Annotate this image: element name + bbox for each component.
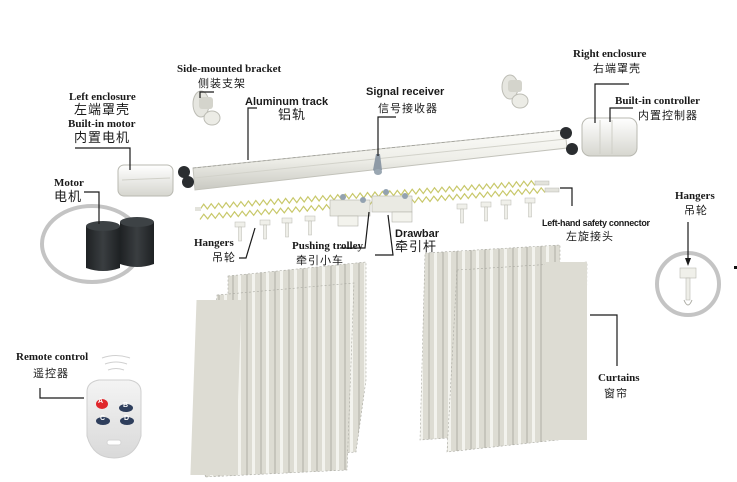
right-enclosure <box>581 117 638 157</box>
right-enclosure-label: Right enclosure <box>573 48 647 60</box>
hanger <box>281 217 293 238</box>
curtains-label: Curtains <box>598 372 640 384</box>
remote-button-b: B <box>123 402 129 409</box>
side-bracket-right <box>501 74 529 109</box>
hanger <box>234 221 246 242</box>
motor-label-cn: 电机 <box>54 190 83 205</box>
builtin-motor-label-cn: 内置电机 <box>74 131 131 146</box>
remote-button-c: C <box>100 415 106 422</box>
left-enclosure-label: Left enclosure <box>69 91 136 103</box>
side-bracket-left <box>192 90 221 126</box>
builtin-controller-label-cn: 内置控制器 <box>638 109 698 122</box>
hanger <box>304 215 316 236</box>
aluminum-track-label: Aluminum track <box>245 96 329 108</box>
pushing-trolley-assembly <box>329 189 413 227</box>
left-safety-connector-label-cn: 左旋接头 <box>566 230 614 243</box>
curtain-right <box>419 244 588 453</box>
side-bracket-label-cn: 侧装支架 <box>198 77 246 90</box>
hangers-right-label: Hangers <box>675 190 715 202</box>
builtin-controller-label: Built-in controller <box>615 95 701 107</box>
remote-button-a: A <box>98 398 104 405</box>
hangers-left-label-cn: 吊轮 <box>212 251 236 264</box>
side-bracket-label: Side-mounted bracket <box>177 63 282 75</box>
remote-control <box>86 355 142 459</box>
hanger-detail-circle <box>655 251 737 317</box>
hanger <box>456 203 468 224</box>
drawbar-label: Drawbar <box>395 228 440 240</box>
left-enclosure <box>117 164 174 197</box>
right-enclosure-label-cn: 右端罩壳 <box>593 62 641 75</box>
hanger <box>480 201 492 222</box>
hangers-right-label-cn: 吊轮 <box>684 204 708 217</box>
signal-receiver-label-cn: 信号接收器 <box>378 102 438 115</box>
hanger <box>500 199 512 220</box>
hangers-left-label: Hangers <box>194 237 234 249</box>
remote-button-d: D <box>124 415 130 422</box>
hanger-row <box>234 197 536 242</box>
gear-right <box>560 127 578 155</box>
curtain-left <box>190 261 367 478</box>
pushing-trolley-label-cn: 牵引小车 <box>296 254 344 267</box>
builtin-motor-label: Built-in motor <box>68 118 136 130</box>
motor-detail-circle <box>40 204 154 284</box>
hanger <box>524 197 536 218</box>
curtains-label-cn: 窗帘 <box>604 387 628 400</box>
remote-control-label: Remote control <box>16 351 89 363</box>
aluminum-track-label-cn: 铝轨 <box>278 108 307 123</box>
hanger <box>259 219 271 240</box>
leader-lines <box>39 83 691 399</box>
drawbar-label-cn: 牵引杆 <box>395 240 438 255</box>
pushing-trolley-label: Pushing trolley <box>292 240 364 252</box>
left-safety-connector-label: Left-hand safety connector <box>542 218 650 228</box>
motor-label: Motor <box>54 177 84 189</box>
remote-control-label-cn: 遥控器 <box>33 367 69 380</box>
spring-rods <box>195 180 560 211</box>
signal-receiver <box>373 154 382 175</box>
signal-receiver-label: Signal receiver <box>366 86 445 98</box>
gear-left <box>178 166 194 188</box>
left-enclosure-label-cn: 左端罩壳 <box>74 103 131 118</box>
